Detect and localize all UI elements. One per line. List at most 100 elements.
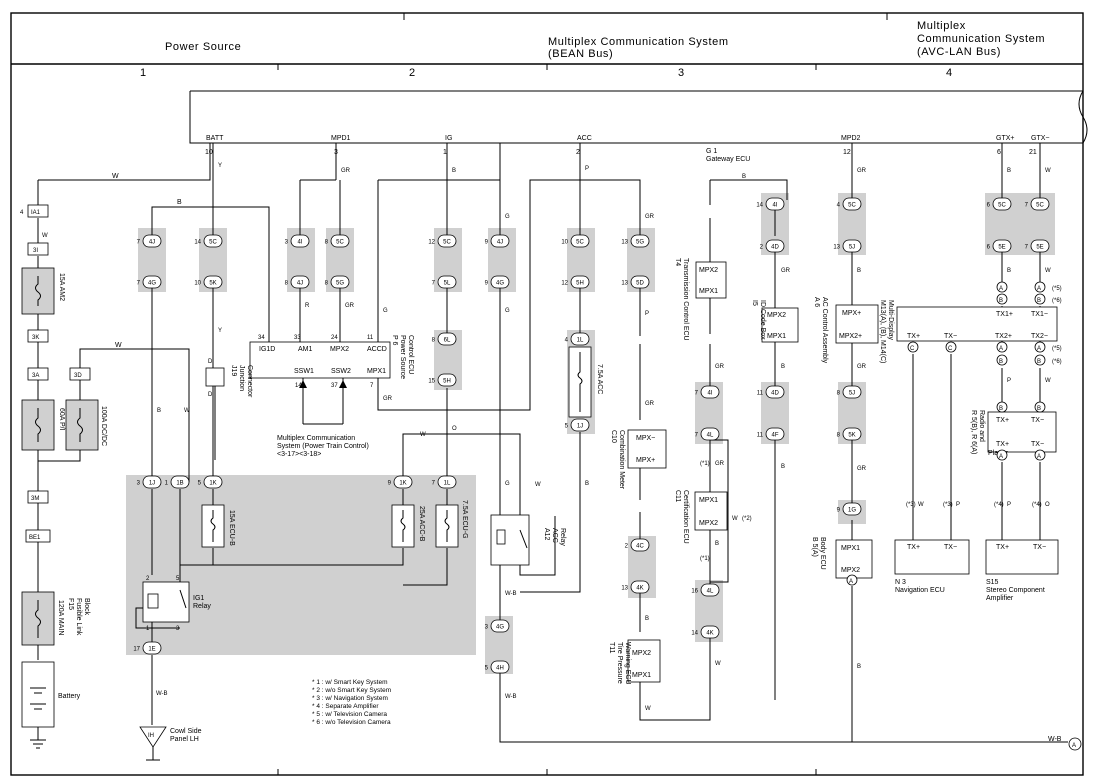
marker-a-body: A <box>849 579 853 585</box>
mark-s4-b: (*4) <box>1032 502 1042 508</box>
pill-connector <box>700 625 720 639</box>
md-tx2p: TX2+ <box>995 333 1012 340</box>
pill-connector-label: 5K <box>209 281 216 287</box>
relay-pin-3: 3 <box>176 626 180 632</box>
pill-connector <box>765 239 785 253</box>
p6-pin37: 37 <box>331 383 338 389</box>
marker-a-6: A <box>1037 454 1041 460</box>
junction-j19 <box>205 367 225 387</box>
pill-connector-label: 4F <box>771 433 778 439</box>
pill-connector-label: 4G <box>496 281 504 287</box>
marker-b-3: B <box>999 359 1003 365</box>
body-name: Body ECU <box>819 537 826 570</box>
marker-a-1: A <box>999 286 1003 292</box>
connector-3d-label: 3D <box>74 373 82 379</box>
pill-connector <box>1030 239 1050 253</box>
pin-num-gtxp: 6 <box>997 149 1001 156</box>
pin-ig: IG <box>445 135 452 142</box>
fuse-75a-acc-label: 7.5A ACC <box>596 364 603 394</box>
pin-num-batt: 10 <box>205 149 213 156</box>
amp-name-2: Amplifier <box>986 595 1014 602</box>
pill-connector-label: 1B <box>176 481 183 487</box>
wire-color-w-4: W <box>715 661 721 667</box>
pill-connector-pin: 7 <box>695 433 699 439</box>
wire-color-gr-9: GR <box>857 168 867 174</box>
pill-connector-pin: 10 <box>194 281 201 287</box>
pill-connector-pin: 4 <box>837 203 841 209</box>
pill-connector-label: 4J <box>497 240 503 246</box>
p6-ig1d: IG1D <box>259 346 275 353</box>
wire-color-r: R <box>305 303 310 309</box>
idc-mpx2: MPX2 <box>767 312 786 319</box>
title-avc-3: (AVC-LAN Bus) <box>917 46 1001 58</box>
pill-connector-pin: 4 <box>565 338 569 344</box>
mark-s1-b: (*1) <box>700 556 710 562</box>
pill-connector-pin: 8 <box>285 281 289 287</box>
wire-color-b-4: B <box>645 616 649 622</box>
pill-connector-pin: 13 <box>621 240 628 246</box>
tr-id: T4 <box>674 258 681 266</box>
pill-connector-pin: 7 <box>1025 203 1029 209</box>
pill-connector-pin: 2 <box>625 544 629 550</box>
wire-w-mid: W <box>115 342 122 349</box>
wire-color-gr-6: GR <box>715 364 725 370</box>
tp-mpx1: MPX1 <box>632 672 651 679</box>
pill-connector-pin: 13 <box>621 586 628 592</box>
j19-d-bot: D <box>208 392 213 398</box>
ac-mpx2p: MPX2+ <box>839 333 862 340</box>
ground-cowl-side <box>139 726 167 761</box>
wire-color-b-8: B <box>781 464 785 470</box>
col-2: 2 <box>409 67 415 79</box>
connector-3i-label: 3I <box>33 248 38 254</box>
radio-txm: TX− <box>1031 417 1044 424</box>
nav-name: Navigation ECU <box>895 587 945 594</box>
pill-connector <box>203 475 223 489</box>
fuse-25a-accb-label: 25A ACC-B <box>418 506 425 542</box>
pill-connector-pin: 7 <box>432 281 436 287</box>
connector-ia1 <box>27 204 49 218</box>
md-name: Multi-Display <box>887 300 894 341</box>
wire-color-b-11: B <box>1007 168 1011 174</box>
fuse-15a-am2 <box>21 267 55 315</box>
amp-id: S15 <box>986 579 999 586</box>
fuse-25a-accb <box>391 504 415 548</box>
pill-connector <box>330 234 350 248</box>
tp-mpx2: MPX2 <box>632 650 651 657</box>
wire-color-g-3: G <box>505 308 510 314</box>
connector-3m <box>27 490 49 504</box>
tr-mpx1: MPX1 <box>699 288 718 295</box>
cert-name: Certification ECU <box>682 490 689 544</box>
pill-connector <box>842 197 862 211</box>
pill-connector-label: 4K <box>636 586 643 592</box>
connector-3a <box>27 367 49 381</box>
idc-id: I5 <box>751 300 758 306</box>
ecu-ac-control <box>835 304 879 344</box>
pill-connector-label: 1K <box>399 481 406 487</box>
pill-connector-pin: 8 <box>325 281 329 287</box>
pill-connector-pin: 3 <box>485 625 489 631</box>
wire-color-w-9: W <box>918 502 924 508</box>
p6-am1: AM1 <box>298 346 313 353</box>
pill-connector-pin: 12 <box>561 281 568 287</box>
pin-gtxp: GTX+ <box>996 135 1014 142</box>
wire-color-p-2: P <box>645 311 649 317</box>
fusible-name-2: Block <box>83 598 90 616</box>
pill-connector-label: 5C <box>576 240 584 246</box>
pill-connector <box>842 427 862 441</box>
pill-connector-label: 1J <box>149 481 155 487</box>
wire-b-top: B <box>177 199 182 206</box>
wire-color-wb-1: W-B <box>156 691 168 697</box>
mark-s2: (*2) <box>742 516 752 522</box>
wire-color-g-4: G <box>505 481 510 487</box>
circle-markers <box>846 281 1082 751</box>
pill-connector-label: 4H <box>496 666 504 672</box>
ecu-id-code-box <box>761 307 799 343</box>
j19-id: J19 <box>230 365 237 376</box>
connector-3a-label: 3A <box>32 373 39 379</box>
cowl-label-1: Cowl Side <box>170 728 202 735</box>
pill-connector <box>765 197 785 211</box>
col-3: 3 <box>678 67 684 79</box>
body-mpx2: MPX2 <box>841 567 860 574</box>
pill-connector <box>992 239 1012 253</box>
pill-connector <box>765 427 785 441</box>
